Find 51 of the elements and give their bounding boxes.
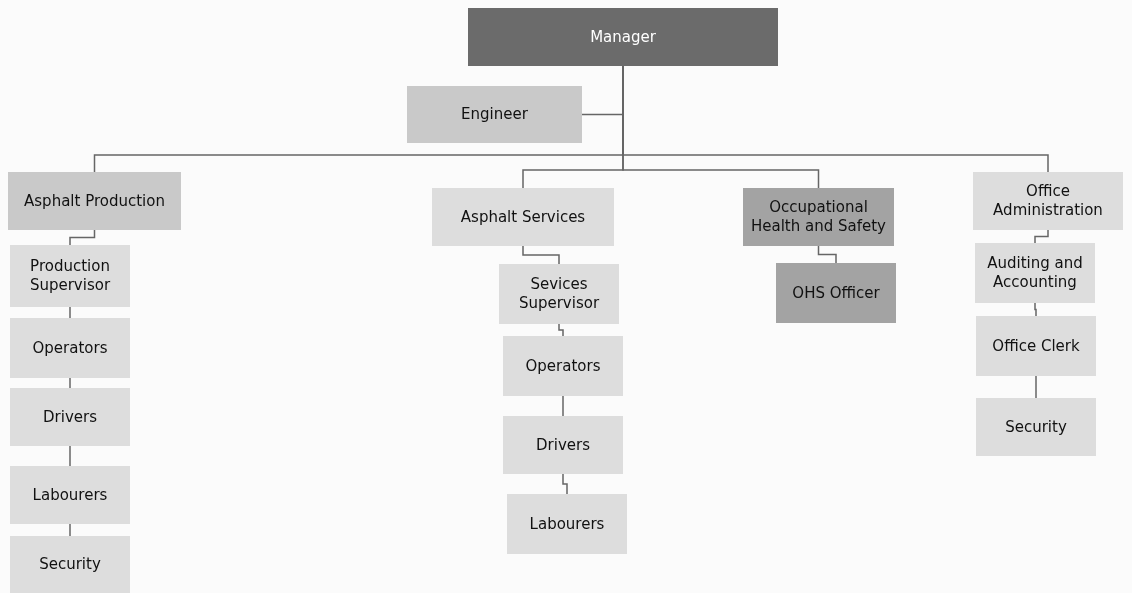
role-label: Operators bbox=[525, 356, 601, 376]
role-label: Engineer bbox=[461, 105, 528, 124]
connector-line bbox=[558, 323, 564, 337]
connector-line bbox=[69, 377, 71, 389]
role-label: Labourers bbox=[529, 514, 605, 534]
org-box bbox=[10, 536, 130, 593]
org-box bbox=[10, 388, 130, 446]
connector-line bbox=[69, 306, 71, 319]
org-box bbox=[503, 416, 623, 474]
connector-line bbox=[562, 473, 568, 495]
role-label: OHS Officer bbox=[792, 283, 880, 303]
role-label: Occupational Health and Safety bbox=[750, 198, 887, 236]
org-box bbox=[10, 466, 130, 524]
org-box bbox=[10, 245, 130, 307]
org-box bbox=[10, 318, 130, 378]
connector-line bbox=[562, 395, 564, 417]
connector-line bbox=[817, 245, 837, 264]
org-box bbox=[976, 316, 1096, 376]
role-label: Office Clerk bbox=[992, 336, 1080, 356]
org-box bbox=[743, 188, 894, 246]
connector-line bbox=[522, 245, 560, 265]
role-label: Labourers bbox=[32, 485, 108, 505]
org-box bbox=[507, 494, 627, 554]
org-box bbox=[976, 398, 1096, 456]
role-label: Office Administration bbox=[992, 182, 1104, 220]
org-box bbox=[499, 264, 619, 324]
role-label: Manager bbox=[590, 27, 656, 47]
org-box bbox=[776, 263, 896, 323]
connector-line bbox=[1035, 375, 1037, 399]
role-label: Drivers bbox=[43, 407, 97, 427]
org-box bbox=[468, 8, 778, 66]
role-label: Asphalt Production bbox=[24, 191, 165, 211]
connector-line bbox=[1034, 302, 1037, 317]
connector-line bbox=[69, 229, 96, 246]
org-box bbox=[8, 172, 181, 230]
role-label: Security bbox=[39, 555, 101, 574]
role-label: Operators bbox=[32, 338, 108, 358]
org-box bbox=[975, 243, 1095, 303]
role-label: Drivers bbox=[536, 435, 590, 455]
connector-line bbox=[69, 523, 71, 537]
role-label: Auditing and Accounting bbox=[986, 254, 1084, 292]
role-label: Sevices Supervisor bbox=[517, 275, 601, 313]
role-label: Security bbox=[1005, 417, 1067, 437]
role-label: Production Supervisor bbox=[28, 257, 112, 295]
connector-line bbox=[69, 445, 71, 467]
org-box bbox=[432, 188, 614, 246]
connector-line bbox=[1034, 229, 1049, 244]
role-label: Asphalt Services bbox=[460, 207, 586, 227]
org-box bbox=[973, 172, 1123, 230]
org-box bbox=[407, 86, 582, 143]
org-box bbox=[503, 336, 623, 396]
